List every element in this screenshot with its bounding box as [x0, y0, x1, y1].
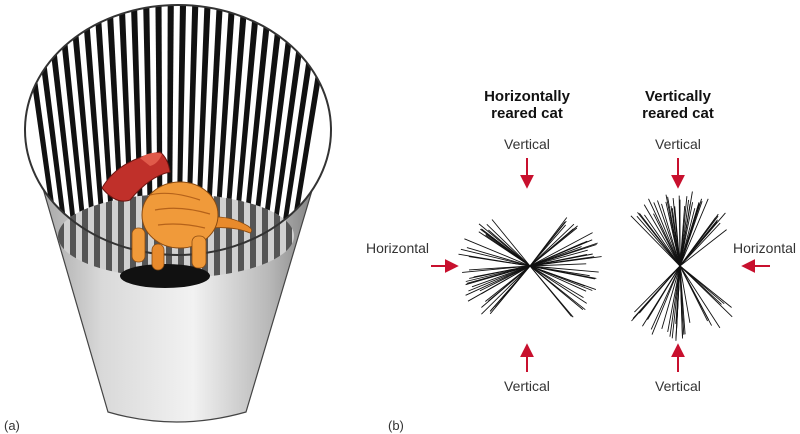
orientation-line	[680, 266, 708, 321]
left-plot-title: Horizontally reared cat	[447, 88, 607, 122]
left-title-line2: reared cat	[447, 105, 607, 122]
panel-a-label: (a)	[4, 418, 20, 433]
cat-leg-front	[132, 228, 145, 262]
horizontally-reared-orientation-plot	[459, 218, 602, 318]
left-vertical-bottom-label: Vertical	[504, 378, 550, 394]
orientation-line	[530, 266, 586, 291]
left-title-line1: Horizontally	[447, 88, 607, 105]
vertically-reared-orientation-plot	[631, 192, 732, 341]
panel-b-label: (b)	[388, 418, 404, 433]
right-plot-title: Vertically reared cat	[598, 88, 758, 122]
orientation-line	[530, 266, 585, 310]
right-vertical-top-label: Vertical	[655, 136, 701, 152]
right-title-line1: Vertically	[598, 88, 758, 105]
cat-body	[142, 182, 218, 248]
cat-leg-back	[192, 236, 206, 268]
right-title-line2: reared cat	[598, 105, 758, 122]
orientation-line	[652, 266, 680, 335]
right-horizontal-label: Horizontal	[733, 240, 796, 256]
orientation-line	[680, 266, 732, 308]
left-horizontal-label: Horizontal	[366, 240, 429, 256]
left-vertical-top-label: Vertical	[504, 136, 550, 152]
orientation-line	[530, 233, 593, 266]
right-vertical-bottom-label: Vertical	[655, 378, 701, 394]
